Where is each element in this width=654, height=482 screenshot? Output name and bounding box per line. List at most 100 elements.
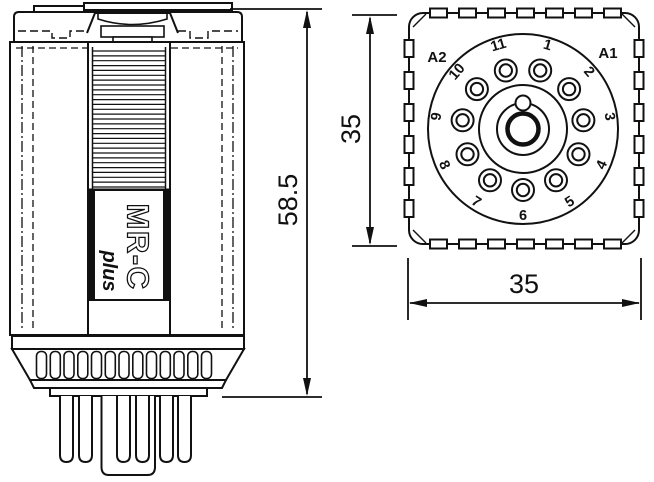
skirt-rib (35, 350, 48, 380)
ribbed-window (92, 50, 166, 188)
skirt-rib (187, 350, 199, 380)
base-band (11, 335, 245, 350)
skirt-rib (63, 350, 75, 380)
edge-notch-left (403, 71, 415, 90)
edge-notch-bottom (458, 238, 477, 250)
relay-pin (159, 396, 174, 464)
edge-notch-left (403, 39, 415, 58)
pin-number-label: 3 (601, 111, 618, 121)
socket-edge-notches (403, 7, 645, 250)
socket-outer-circle (427, 33, 619, 225)
terminal-label-a2: A2 (427, 49, 446, 66)
hidden-cap-line-left (18, 30, 87, 39)
edge-notch-right (633, 167, 645, 186)
skirt-rib (49, 350, 62, 380)
arrowhead-left (409, 299, 427, 307)
edge-notch-top (429, 7, 448, 19)
edge-notch-bottom (487, 238, 506, 250)
edge-notch-right (633, 199, 645, 218)
brand-name: MR-C (121, 204, 156, 291)
skirt-rib (77, 350, 89, 380)
edge-notch-bottom (574, 238, 593, 250)
arrowhead-up (366, 16, 374, 34)
edge-notch-right (633, 39, 645, 58)
edge-notch-top (487, 7, 506, 19)
skirt-rib (104, 350, 117, 380)
edge-notch-top (574, 7, 593, 19)
pin-hole-inner (548, 173, 564, 188)
relay-height-dimension (222, 8, 322, 398)
edge-notch-bottom (429, 238, 448, 250)
corner-chamfer-tl (412, 13, 427, 28)
edge-notch-left (403, 199, 415, 218)
brand-label-panel (87, 189, 171, 301)
pin-number-label: 10 (446, 61, 469, 84)
edge-notch-right (633, 103, 645, 122)
edge-notch-left (403, 135, 415, 154)
edge-notch-right (633, 71, 645, 90)
arrowhead-down (366, 227, 374, 245)
keyway-bump (514, 94, 532, 112)
edge-notch-top (516, 7, 535, 19)
skirt-rib (118, 350, 130, 380)
socket-width-dimension (407, 258, 642, 320)
relay-height-value: 58.5 (273, 174, 303, 227)
relay-pins (59, 396, 192, 464)
pin-hole-inner (460, 147, 475, 162)
skirt-rib (159, 350, 172, 380)
label-panel-bar-left (87, 189, 95, 301)
label-panel-bar-right (163, 189, 171, 301)
corner-chamfer-br (621, 229, 636, 244)
pin-hole-inner (571, 147, 586, 162)
edge-notch-bottom (516, 238, 535, 250)
terminal-label-a1: A1 (598, 45, 617, 62)
skirt-rib (173, 350, 185, 380)
skirt-rib (132, 350, 144, 380)
edge-notch-top (545, 7, 564, 19)
corner-chamfer-tr (621, 13, 636, 28)
socket-face-view (403, 7, 645, 250)
socket-width-value: 35 (509, 269, 539, 299)
pin-holes (450, 58, 596, 202)
edge-notch-left (403, 167, 415, 186)
pin-hole-inner (455, 113, 470, 128)
hidden-cap-line-right (178, 30, 238, 39)
skirt-ribs (35, 350, 213, 380)
cap-top-strip-right (83, 2, 233, 11)
relay-pin (59, 396, 74, 464)
base-step-1 (28, 379, 228, 389)
pin-hole-inner (561, 81, 577, 97)
relay-side-view (9, 2, 246, 476)
cap-latch-block (100, 25, 165, 38)
edge-notch-right (633, 135, 645, 154)
pin-hole-inner (576, 113, 591, 128)
relay-pin (177, 396, 192, 464)
center-hole (505, 111, 541, 147)
edge-notch-top (458, 7, 477, 19)
pin-hole-inner (482, 173, 498, 188)
pin-number-label: 9 (428, 111, 445, 121)
pin-hole-inner (533, 63, 548, 78)
skirt-rib (90, 350, 103, 380)
cap-latch-spring (97, 14, 168, 26)
socket-height-value: 35 (336, 114, 366, 144)
pin-hole-inner (498, 63, 513, 78)
pin-hole-inner (515, 182, 531, 198)
edge-notch-left (403, 103, 415, 122)
corner-chamfer-bl (412, 229, 427, 244)
pin-hole-inner (469, 81, 485, 97)
relay-pin (135, 396, 150, 464)
edge-notch-top (603, 7, 622, 19)
edge-notch-bottom (545, 238, 564, 250)
arrowhead-down (303, 378, 311, 396)
brand-suffix: plus (98, 249, 120, 291)
socket-height-dimension (352, 14, 397, 247)
edge-notch-bottom (603, 238, 622, 250)
relay-pin (116, 396, 131, 464)
skirt-rib (200, 350, 213, 380)
pin-number-label: 6 (519, 208, 527, 224)
pin-number-label: 11 (489, 36, 508, 56)
arrowhead-right (622, 299, 640, 307)
